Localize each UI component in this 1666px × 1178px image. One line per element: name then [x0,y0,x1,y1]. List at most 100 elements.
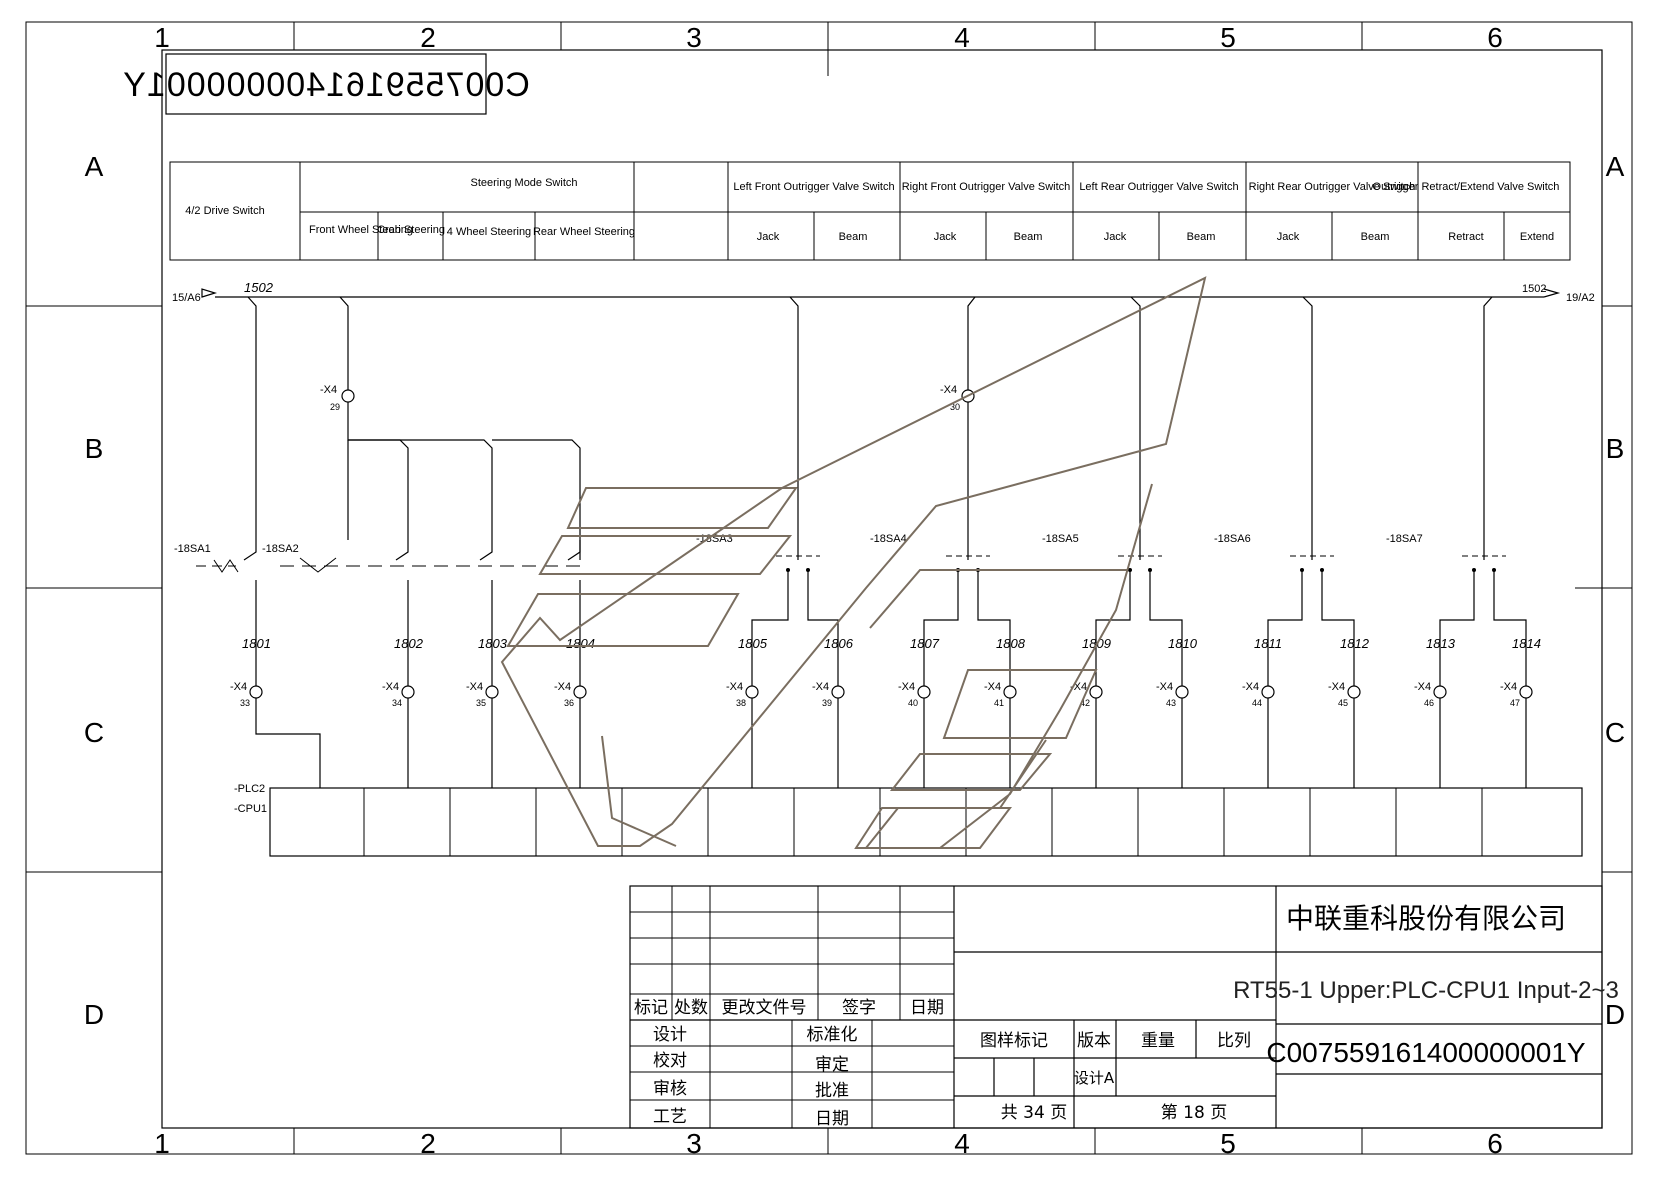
steering-mode-label: Steering Mode Switch [471,177,578,189]
valve-sub-label: Beam [1014,231,1043,243]
contact-dot [1148,568,1152,572]
switch-label: -18SA2 [262,543,299,555]
terminal-circle [831,685,845,699]
terminal-pin: 33 [240,698,250,708]
switch-label: -18SA4 [870,533,907,545]
switch-label: -18SA7 [1386,533,1423,545]
property-headers: 图样标记版本重量比列 [980,1031,1251,1051]
steering-sub-label: Front Wheel Steering [309,224,413,236]
terminal-pin: 42 [1080,698,1090,708]
property-header: 重量 [1141,1031,1175,1051]
terminal-label: -X4 [466,681,483,693]
terminal-label: -X4 [1414,681,1431,693]
steering-sub-label: Rear Wheel Steering [533,226,635,238]
column-label: 4 [954,22,970,53]
wire-label: 1806 [824,636,854,651]
row-label: A [85,151,104,182]
sign-label: 批准 [815,1081,849,1101]
terminal-pin: 43 [1166,698,1176,708]
wire-label: 1814 [1512,636,1541,651]
column-label: 4 [954,1128,970,1159]
terminal-pin: 47 [1510,698,1520,708]
version: 设计A [1074,1069,1115,1087]
sign-label: 设计 [653,1025,687,1045]
sign-label: 校对 [653,1051,687,1071]
ref-in: 15/A6 [172,292,201,304]
sign-label: 审核 [653,1079,687,1099]
terminal-pin: 36 [564,698,574,708]
sign-label: 日期 [815,1109,849,1129]
contact-dot [786,568,790,572]
sign-labels: 设计标准化校对审定审核批准工艺日期 [653,1025,858,1129]
terminal-circle [485,685,499,699]
wire-label: 1804 [566,636,595,651]
column-label: 6 [1487,22,1503,53]
x4-top-left-pin: 29 [330,402,340,412]
terminal-circle [249,685,263,699]
terminal-circle [745,685,759,699]
wire-label: 1807 [910,636,940,651]
watermark-logo [500,276,1207,849]
terminal-pin: 35 [476,698,486,708]
column-ticks [26,22,1632,1154]
revision-header: 日期 [910,998,944,1018]
switch-contact [923,570,959,686]
valve-group-label: Outrigger Retract/Extend Valve Switch [1373,181,1560,193]
steering-sub-label: 4 Wheel Steering [447,226,531,238]
wire-out: 1502 [1522,283,1546,295]
property-header: 比列 [1217,1031,1251,1051]
wire-label: 1808 [996,636,1026,651]
contact-dot [1128,568,1132,572]
x4-top-left: -X4 [320,384,337,396]
column-label: 2 [420,1128,436,1159]
contact-dot [1320,568,1324,572]
terminal-circle [1433,685,1447,699]
contact-dot [1300,568,1304,572]
drive-switch-label: 4/2 Drive Switch [185,205,264,217]
column-label: 2 [420,22,436,53]
switch-contact [977,570,1011,686]
terminal-circle [917,685,931,699]
switch-contact [1267,570,1303,686]
doc-stamp: C007559161400000001Y [122,66,530,104]
title-block [629,885,1603,1129]
row-label: B [1606,433,1625,464]
sign-label: 标准化 [807,1025,858,1045]
terminal-circle [573,685,587,699]
doc-stamp-box [165,53,487,115]
wire-to-plc [255,698,321,788]
switch-label: -18SA1 [174,543,211,555]
switch-contact [807,570,839,686]
terminal-pin: 41 [994,698,1004,708]
switch-contact [1149,570,1183,686]
valve-group-label: Left Front Outrigger Valve Switch [733,181,894,193]
column-label: 5 [1220,1128,1236,1159]
switch-contact [1439,570,1475,686]
terminal-label: -X4 [554,681,571,693]
terminal-circle [1089,685,1103,699]
selector-contact [567,540,581,686]
terminal-circle [1175,685,1189,699]
column-label: 3 [686,22,702,53]
terminal-pin: 44 [1252,698,1262,708]
main-bus [201,288,1561,298]
company-name: 中联重科股份有限公司 [1286,902,1566,935]
wire-label: 1813 [1426,636,1456,651]
terminal-pin: 38 [736,698,746,708]
wire-label: 1803 [478,636,508,651]
steering-sub-label: Crab Steering [377,224,445,236]
row-label: C [84,717,104,748]
terminal-label: -X4 [382,681,399,693]
row-label: A [1606,151,1625,182]
wire-label: 1811 [1254,636,1282,651]
switch-contacts [243,540,1527,686]
row-label: C [1605,717,1625,748]
column-label: 6 [1487,1128,1503,1159]
property-header: 版本 [1077,1031,1111,1051]
terminal-pin: 45 [1338,698,1348,708]
wire-label: 1805 [738,636,768,651]
switch-contact [1493,570,1527,686]
